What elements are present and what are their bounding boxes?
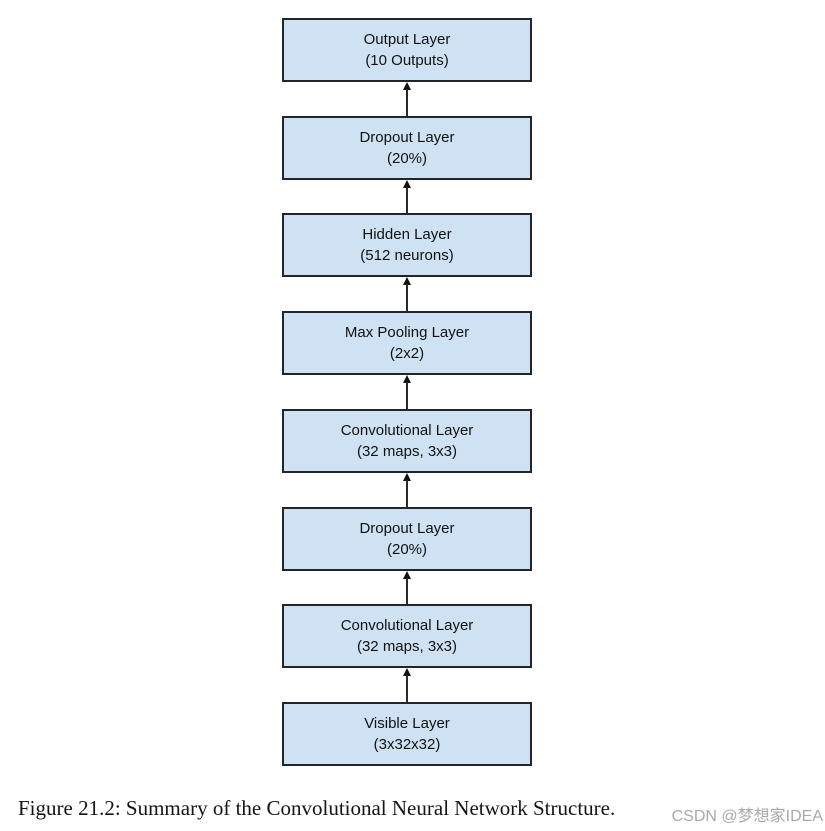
caption-row: CSDN @梦想家IDEA Figure 21.2: Summary of th… xyxy=(0,796,825,826)
layer-title: Dropout Layer xyxy=(359,129,455,146)
layer-title: Hidden Layer xyxy=(362,226,452,243)
layer-title: Max Pooling Layer xyxy=(344,324,470,341)
layer-box: Max Pooling Layer (2x2) xyxy=(282,311,532,375)
arrow-head-icon xyxy=(403,668,411,676)
arrow-line xyxy=(406,675,408,702)
layer-box: Hidden Layer (512 neurons) xyxy=(282,213,532,277)
up-arrow xyxy=(398,668,416,702)
arrow-head-icon xyxy=(403,277,411,285)
arrow-head-icon xyxy=(403,571,411,579)
layer-box: Dropout Layer (20%) xyxy=(282,116,532,180)
layer-title: Convolutional Layer xyxy=(340,422,474,439)
layer-title: Output Layer xyxy=(363,31,451,48)
layer-subtitle: (10 Outputs) xyxy=(365,52,449,69)
up-arrow xyxy=(398,180,416,213)
up-arrow xyxy=(398,375,416,409)
arrow-head-icon xyxy=(403,82,411,90)
layer-title: Visible Layer xyxy=(364,715,450,732)
layer-box: Dropout Layer (20%) xyxy=(282,507,532,571)
arrow-head-icon xyxy=(403,375,411,383)
arrow-line xyxy=(406,187,408,213)
up-arrow xyxy=(398,571,416,604)
layer-subtitle: (3x32x32) xyxy=(373,736,441,753)
csdn-watermark: CSDN @梦想家IDEA xyxy=(671,808,823,825)
arrow-line xyxy=(406,284,408,311)
up-arrow xyxy=(398,82,416,116)
layer-subtitle: (20%) xyxy=(386,150,427,167)
arrow-line xyxy=(406,578,408,604)
layer-box: Output Layer (10 Outputs) xyxy=(282,18,532,82)
layer-title: Dropout Layer xyxy=(359,520,455,537)
layer-box: Convolutional Layer (32 maps, 3x3) xyxy=(282,604,532,668)
arrow-line xyxy=(406,382,408,409)
layer-subtitle: (32 maps, 3x3) xyxy=(356,638,458,655)
up-arrow xyxy=(398,473,416,507)
layer-box: Visible Layer (3x32x32) xyxy=(282,702,532,766)
figure-caption: Figure 21.2: Summary of the Convolutiona… xyxy=(18,796,616,820)
layer-subtitle: (2x2) xyxy=(389,345,425,362)
arrow-line xyxy=(406,89,408,116)
arrow-head-icon xyxy=(403,180,411,188)
layer-title: Convolutional Layer xyxy=(340,617,474,634)
arrow-line xyxy=(406,480,408,507)
layer-subtitle: (32 maps, 3x3) xyxy=(356,443,458,460)
arrow-head-icon xyxy=(403,473,411,481)
layer-subtitle: (512 neurons) xyxy=(360,247,454,264)
layer-box: Convolutional Layer (32 maps, 3x3) xyxy=(282,409,532,473)
up-arrow xyxy=(398,277,416,311)
layer-subtitle: (20%) xyxy=(386,541,427,558)
